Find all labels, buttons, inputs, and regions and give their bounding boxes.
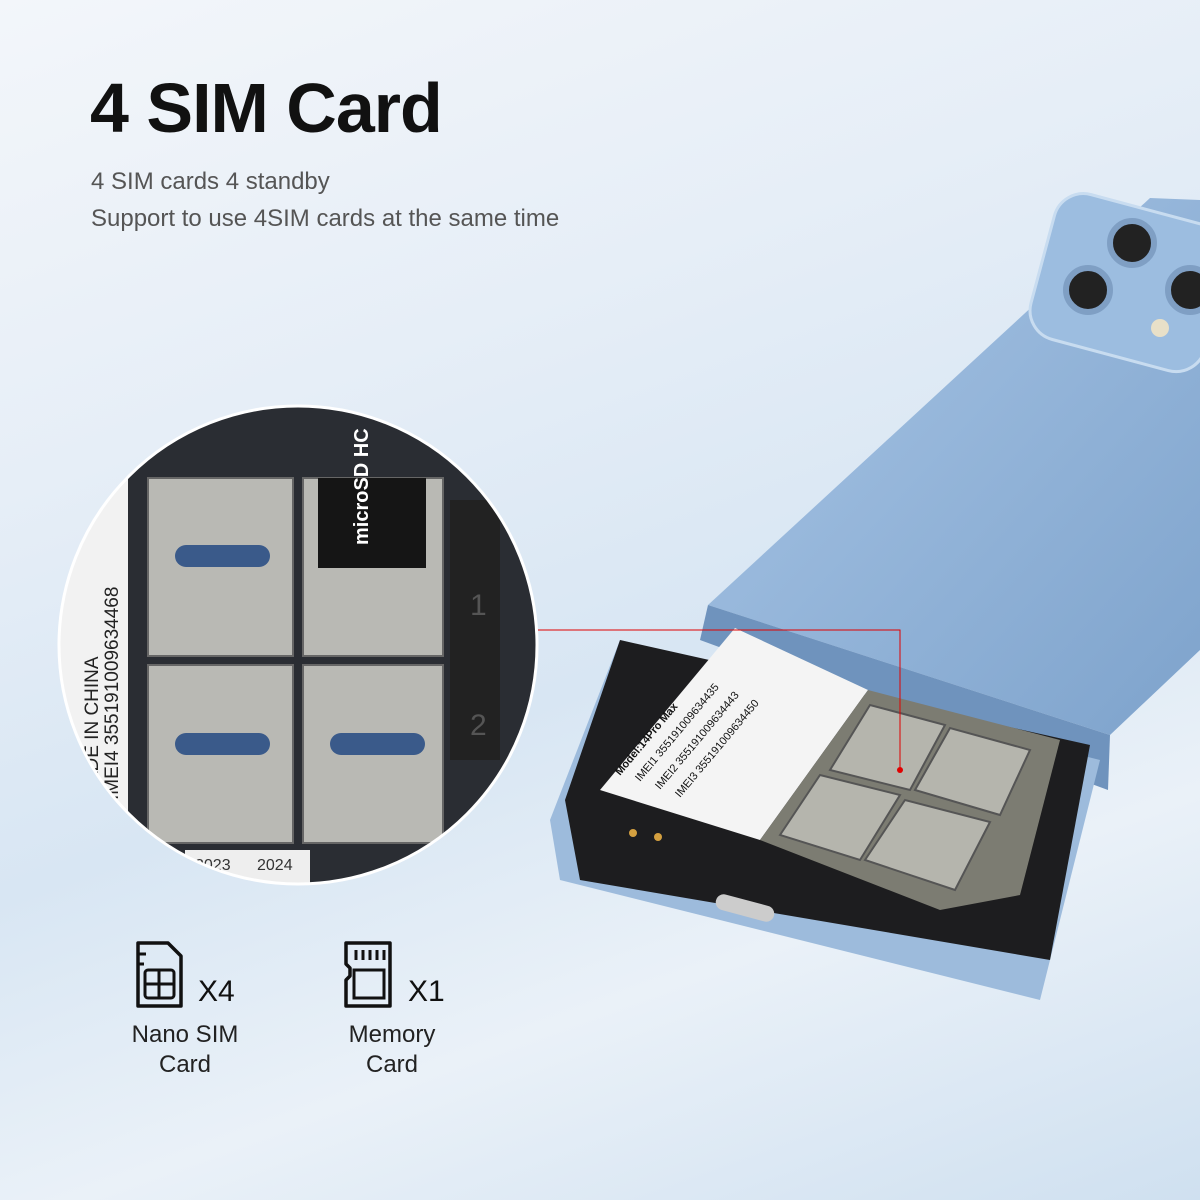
- sim-tray: Model:14Pro Max IMEI1 355191009634435 IM…: [565, 628, 1090, 960]
- usb-port: [715, 894, 775, 922]
- slot-number: 1: [470, 589, 487, 622]
- micro-sd-card: [318, 478, 426, 568]
- slot-number: 2: [470, 709, 487, 742]
- flash-icon: [1151, 319, 1169, 337]
- camera-lens-icon: [1063, 265, 1113, 315]
- sd-card-text: microSD HC: [351, 428, 373, 545]
- callout-dot: [897, 767, 903, 773]
- callout-line: [536, 629, 901, 770]
- year-text: 2024: [257, 857, 293, 874]
- nano-sim-multiplier: X4: [198, 975, 235, 1008]
- nano-sim-label-line: Card: [158, 1051, 212, 1078]
- camera-lens-icon: [1165, 265, 1200, 315]
- memory-card-label-line: Card: [365, 1051, 419, 1078]
- subtitle-line-1: 4 SIM cards 4 standby: [91, 168, 330, 195]
- magnified-view: microSD HC 1 2 2023 2024 IMEI4 355191009…: [57, 404, 539, 886]
- page-title: 4 SIM Card: [90, 69, 443, 147]
- nano-sim-card-icon: [136, 941, 183, 1008]
- memory-card-label-line: Memory: [348, 1021, 436, 1048]
- imei-label: [600, 628, 868, 840]
- micro-sd-card-icon: [344, 941, 392, 1008]
- camera-lens-icon: [1107, 218, 1157, 268]
- nano-sim-label: Nano SIM Card: [115, 1020, 255, 1080]
- camera-module: [1028, 192, 1200, 374]
- imei-text: IMEI4 355191009634468: [102, 587, 123, 800]
- memory-card-label: Memory Card: [322, 1020, 462, 1080]
- nano-sim-label-line: Nano SIM: [131, 1021, 239, 1048]
- subtitle-line-2: Support to use 4SIM cards at the same ti…: [91, 205, 560, 232]
- memory-card-multiplier: X1: [408, 975, 445, 1008]
